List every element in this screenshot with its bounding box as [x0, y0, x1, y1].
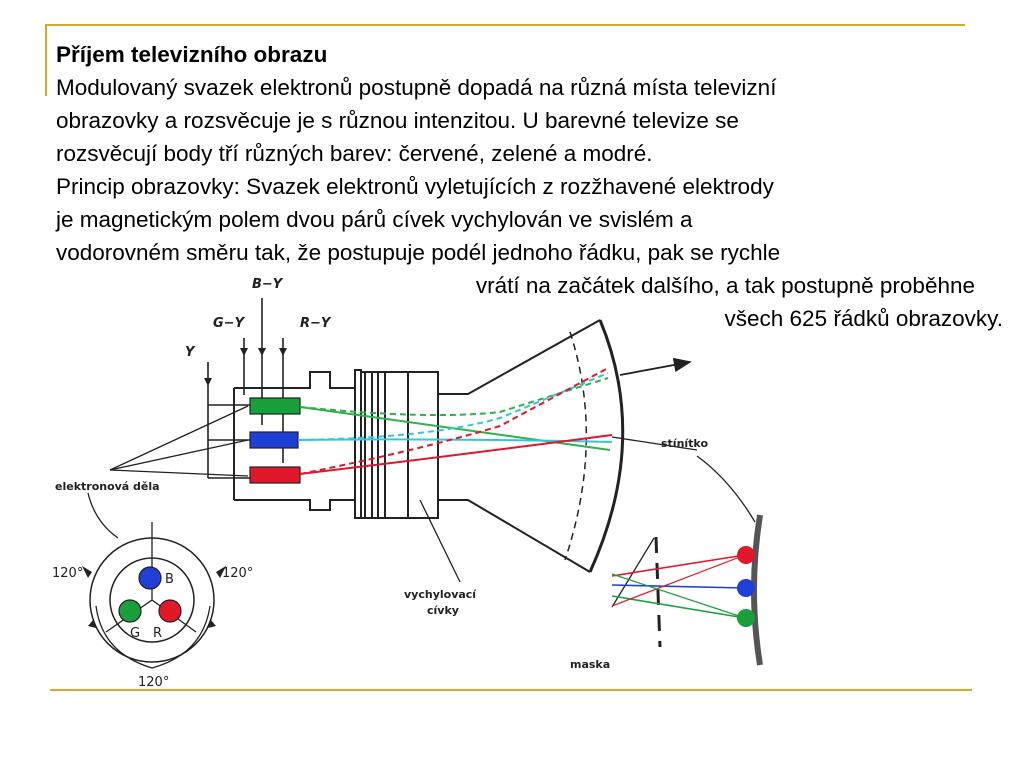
label-screen: stínítko	[661, 437, 708, 450]
gun-letter-r: R	[153, 626, 162, 641]
signal-label-y: Y	[185, 345, 196, 360]
paragraph-line: rozsvěcují body tří různých barev: červe…	[56, 141, 653, 166]
label-deflection-coils-2: cívky	[427, 604, 459, 617]
angle-label-left: 120°	[52, 566, 83, 581]
label-deflection-coils-1: vychylovací	[404, 588, 477, 601]
gun-letter-b: B	[165, 572, 174, 587]
angle-label-bottom: 120°	[138, 675, 169, 690]
magnified-view	[611, 514, 763, 666]
gun-letter-g: G	[130, 626, 140, 641]
green-gun	[249, 397, 301, 415]
gun-dot-green	[118, 599, 142, 623]
paragraph-line: vrátí na začátek dalšího, a tak postupně…	[475, 273, 975, 298]
electron-guns	[249, 397, 301, 484]
paragraph-line: Modulovaný svazek elektronů postupně dop…	[56, 75, 777, 100]
paragraph-line: všech 625 řádků obrazovky.	[724, 306, 1003, 331]
slide-text: Příjem televizního obrazu Modulovaný sva…	[56, 38, 1003, 335]
scan-direction-arrow	[619, 357, 692, 376]
slide-title: Příjem televizního obrazu	[56, 42, 328, 67]
label-electron-guns: elektronová děla	[55, 480, 160, 493]
gun-dot-red	[158, 599, 182, 623]
paragraph-line: je magnetickým polem dvou párů cívek vyc…	[56, 207, 693, 232]
paragraph-line: Princip obrazovky: Svazek elektronů vyle…	[56, 174, 774, 199]
beams	[297, 367, 613, 475]
red-gun	[249, 466, 301, 484]
label-mask: maska	[570, 658, 610, 671]
signal-label-b-y: B−Y	[252, 277, 284, 292]
signal-label-g-y: G−Y	[213, 316, 246, 331]
callout-lines	[87, 405, 756, 608]
top-rule	[45, 24, 965, 26]
gun-layout-figure	[82, 522, 226, 669]
signal-arrows	[204, 348, 287, 386]
angle-label-right: 120°	[222, 566, 253, 581]
left-rule	[45, 24, 47, 96]
crt-tube	[233, 319, 625, 573]
paragraph-line: vodorovném směru tak, že postupuje podél…	[56, 240, 781, 265]
bottom-rule	[50, 689, 972, 691]
paragraph-line: obrazovky a rozsvěcuje je s různou inten…	[56, 108, 739, 133]
blue-gun	[249, 431, 299, 449]
gun-dot-blue	[138, 566, 162, 590]
signal-label-r-y: R−Y	[300, 316, 332, 331]
